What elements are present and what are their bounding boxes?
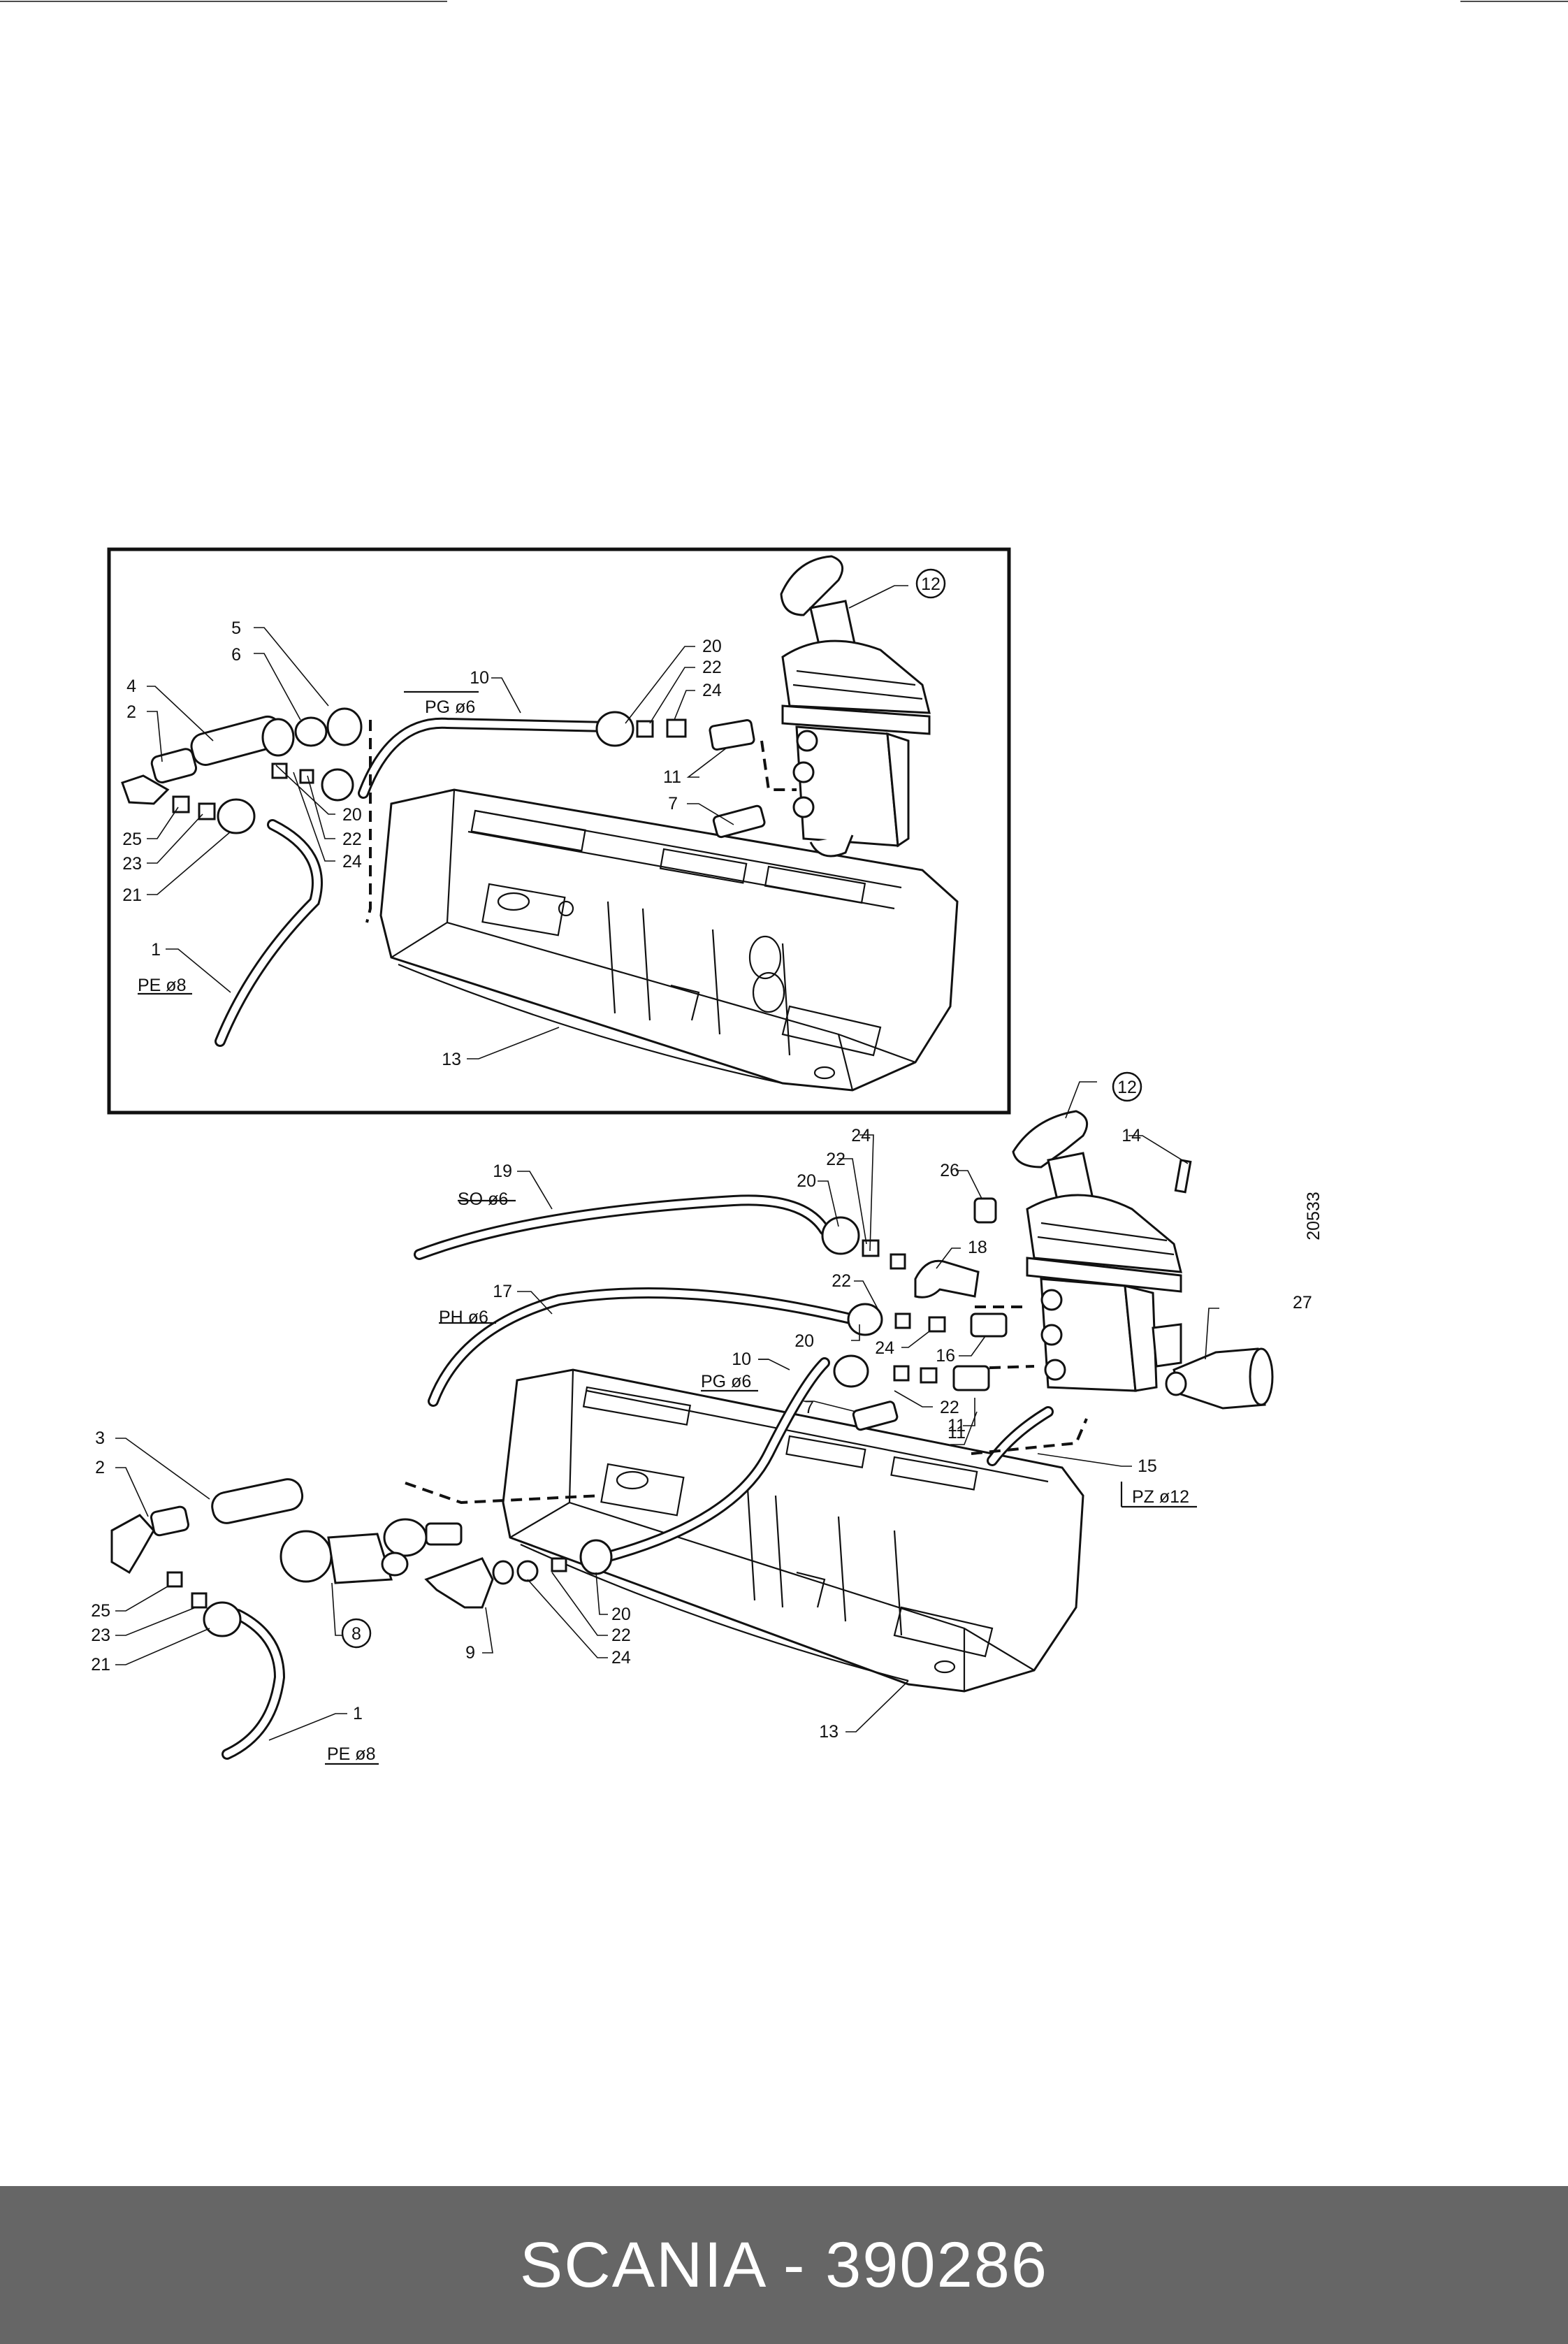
label-4-top: 4 <box>126 677 136 696</box>
spec-pe8-top: PE ø8 <box>138 976 186 995</box>
label-24a-top: 24 <box>702 681 722 700</box>
label-11b-bottom: 11 <box>948 1423 966 1442</box>
top-view-frame <box>107 547 1011 1115</box>
label-3-bottom: 3 <box>95 1428 105 1448</box>
label-11a-bottom: 11 <box>948 1416 966 1435</box>
exploded-parts-diagram: 5 6 4 2 10 PG ø6 20 22 24 11 7 12 20 22 … <box>0 1 1568 1765</box>
label-13-bottom: 13 <box>819 1722 839 1742</box>
spec-pz12-bottom: PZ ø12 <box>1132 1487 1189 1507</box>
circled-label-8-bottom <box>341 1618 372 1649</box>
label-11-top: 11 <box>663 767 681 787</box>
label-18-bottom: 18 <box>968 1238 987 1257</box>
label-6-top: 6 <box>231 645 241 665</box>
label-20a-bottom: 20 <box>797 1171 816 1191</box>
label-8-bottom: 8 <box>351 1624 361 1644</box>
label-25-top: 25 <box>122 830 142 849</box>
footer-bar: SCANIA - 390286 <box>0 2186 1568 2344</box>
label-1-top: 1 <box>151 940 161 960</box>
label-21-bottom: 21 <box>91 1655 110 1674</box>
label-10-bottom: 10 <box>732 1350 751 1369</box>
label-10-top: 10 <box>470 668 489 688</box>
label-22d-bottom: 22 <box>611 1626 631 1645</box>
label-7-top: 7 <box>668 794 678 813</box>
label-14-bottom: 14 <box>1121 1126 1141 1145</box>
label-12-bottom: 12 <box>1117 1078 1137 1097</box>
label-1-bottom: 1 <box>353 1704 363 1723</box>
spec-pe8-bottom: PE ø8 <box>327 1744 375 1764</box>
joystick-valve-bottom <box>1012 1110 1182 1392</box>
fittings-left-top <box>121 707 363 834</box>
leader-lines-top <box>138 585 908 1059</box>
label-22b-bottom: 22 <box>832 1271 851 1291</box>
label-15-bottom: 15 <box>1138 1456 1157 1476</box>
label-7-bottom: 7 <box>804 1398 814 1417</box>
dashed-route-bottom-4 <box>405 1482 602 1505</box>
top-view: 5 6 4 2 10 PG ø6 20 22 24 11 7 12 20 22 … <box>107 547 1011 1115</box>
fittings-right-top <box>595 711 766 839</box>
label-24c-bottom: 24 <box>611 1648 631 1667</box>
label-22a-top: 22 <box>702 658 722 677</box>
dashed-route-top <box>365 720 372 923</box>
spec-ph6-bottom: PH ø6 <box>439 1308 488 1327</box>
label-9-bottom: 9 <box>465 1643 475 1663</box>
label-27-bottom: 27 <box>1293 1293 1312 1312</box>
label-20b-bottom: 20 <box>794 1331 814 1351</box>
label-23-bottom: 23 <box>91 1626 110 1645</box>
console-housing-top <box>379 788 959 1092</box>
elbow-18 <box>914 1259 980 1298</box>
spec-so6-bottom: SO ø6 <box>458 1189 508 1209</box>
label-22a-bottom: 22 <box>826 1150 845 1169</box>
circled-label-12-top <box>915 568 946 599</box>
label-2-top: 2 <box>126 702 136 722</box>
label-24b-bottom: 24 <box>875 1338 894 1358</box>
cap-27 <box>1165 1347 1274 1410</box>
circled-label-12-bottom <box>1112 1071 1142 1102</box>
label-26-bottom: 26 <box>940 1161 959 1180</box>
bottom-view: 12 24 22 20 26 14 18 19 SO ø6 17 PH ø6 2… <box>91 1071 1312 1765</box>
joystick-valve-top <box>780 555 931 858</box>
label-20c-bottom: 20 <box>611 1605 631 1624</box>
dashed-route-top-2 <box>760 740 797 791</box>
label-22b-top: 22 <box>342 830 362 849</box>
label-22c-bottom: 22 <box>940 1398 959 1417</box>
label-16-bottom: 16 <box>936 1346 955 1366</box>
label-17-bottom: 17 <box>493 1282 512 1301</box>
label-25-bottom: 25 <box>91 1601 110 1621</box>
console-housing-bottom <box>502 1368 1084 1693</box>
spec-pg6-top: PG ø6 <box>425 697 475 717</box>
label-2-bottom: 2 <box>95 1458 105 1477</box>
plug-26 <box>973 1197 997 1224</box>
drawing-number: 20533 <box>1304 1192 1323 1240</box>
label-21-top: 21 <box>122 885 142 905</box>
label-24a-bottom: 24 <box>851 1126 871 1145</box>
label-23-top: 23 <box>122 854 142 874</box>
label-20a-top: 20 <box>702 637 722 656</box>
label-5-top: 5 <box>231 618 241 638</box>
label-20b-top: 20 <box>342 805 362 825</box>
label-19-bottom: 19 <box>493 1162 512 1181</box>
spec-pg6-bottom: PG ø6 <box>701 1372 751 1391</box>
label-24b-top: 24 <box>342 852 362 871</box>
footer-title: SCANIA - 390286 <box>519 2229 1049 2301</box>
fittings-left-bottom <box>110 1478 613 1637</box>
label-13-top: 13 <box>442 1050 461 1069</box>
fittings-upper-bottom <box>821 1216 1008 1431</box>
screw-14 <box>1174 1159 1192 1194</box>
label-12-top: 12 <box>921 574 941 594</box>
